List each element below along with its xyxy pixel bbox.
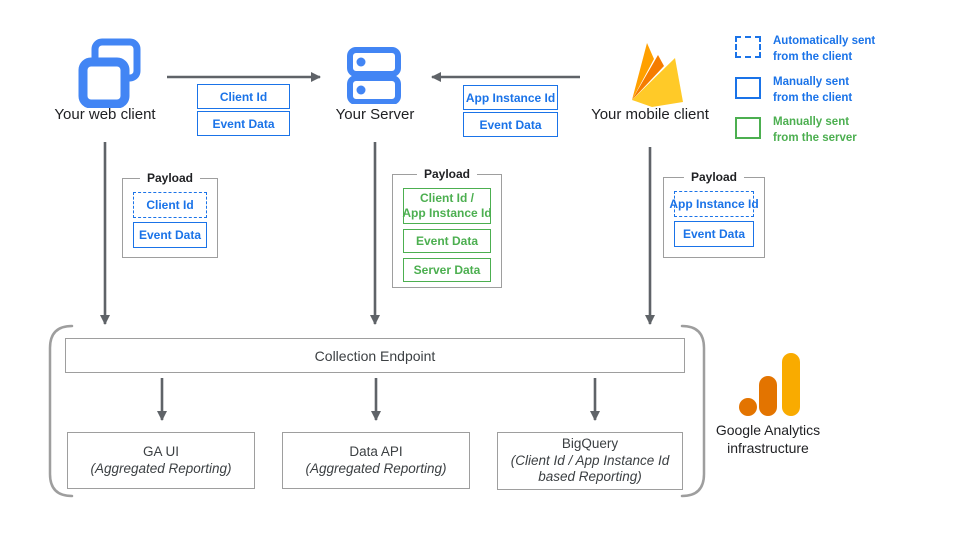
legend-label-line2: from the client — [773, 91, 853, 104]
mobile-payload-group: Payload App Instance Id Event Data — [663, 170, 765, 258]
web-payload-group: Payload Client Id Event Data — [122, 171, 218, 258]
payload-item-event-data: Event Data — [674, 221, 754, 247]
collection-endpoint-label: Collection Endpoint — [314, 347, 436, 364]
legend-label-line1: Manually sent — [773, 116, 850, 129]
ga-infrastructure-line1: Google Analytics — [715, 422, 821, 438]
output-title: BigQuery — [561, 435, 619, 451]
web-flow-labels: Client Id Event Data — [197, 84, 290, 136]
legend-label-line1: Manually sent — [773, 75, 850, 88]
flow-label-event-data: Event Data — [463, 112, 558, 137]
payload-items: App Instance Id Event Data — [669, 191, 759, 247]
legend-item-manual-server: Manually sent from the server — [735, 115, 875, 147]
legend-swatch-dashed-blue — [735, 36, 761, 58]
output-subtitle: (Aggregated Reporting) — [90, 460, 232, 476]
flow-label-client-id: Client Id — [197, 84, 290, 109]
payload-item-app-instance-id: App Instance Id — [669, 191, 759, 217]
payload-item-client-or-app-instance-id: Client Id / App Instance Id — [402, 188, 492, 224]
payload-item-server-data: Server Data — [403, 258, 491, 282]
output-subtitle: (Aggregated Reporting) — [305, 460, 447, 476]
legend-label: Automatically sent from the client — [773, 34, 875, 66]
output-title: GA UI — [142, 443, 179, 459]
firebase-icon — [632, 43, 683, 107]
legend-label: Manually sent from the client — [773, 75, 852, 107]
legend-swatch-solid-blue — [735, 76, 761, 99]
ga-infrastructure-label: Google Analytics infrastructure — [685, 421, 851, 458]
payload-item-line1: Client Id / — [420, 191, 474, 205]
server-payload-group: Payload Client Id / App Instance Id Even… — [392, 167, 502, 288]
data-api-box: Data API (Aggregated Reporting) — [282, 432, 470, 489]
payload-item-client-id: Client Id — [133, 192, 207, 218]
google-analytics-icon — [739, 353, 800, 416]
legend-label: Manually sent from the server — [773, 115, 857, 147]
legend-item-auto-client: Automatically sent from the client — [735, 34, 875, 66]
mobile-flow-labels: App Instance Id Event Data — [463, 85, 558, 137]
bigquery-box: BigQuery (Client Id / App Instance Id ba… — [497, 432, 683, 490]
payload-item-event-data: Event Data — [133, 222, 207, 248]
collection-endpoint-box: Collection Endpoint — [65, 338, 685, 373]
web-client-label: Your web client — [54, 106, 156, 123]
payload-group-title: Payload — [416, 167, 478, 181]
infrastructure-bracket-left — [48, 324, 74, 498]
mobile-client-label: Your mobile client — [591, 106, 709, 123]
payload-items: Client Id Event Data — [133, 192, 207, 248]
legend-label-line1: Automatically sent — [773, 35, 876, 47]
payload-items: Client Id / App Instance Id Event Data S… — [402, 188, 492, 282]
payload-group-title: Payload — [683, 170, 745, 184]
ga-ui-box: GA UI (Aggregated Reporting) — [67, 432, 255, 489]
legend-label-line2: from the server — [773, 132, 857, 145]
ga-infrastructure-line2: infrastructure — [727, 440, 809, 457]
payload-item-event-data: Event Data — [403, 229, 491, 253]
legend-swatch-solid-green — [735, 117, 761, 140]
server-label: Your Server — [335, 106, 415, 123]
legend: Automatically sent from the client Manua… — [735, 34, 875, 147]
legend-label-line2: from the client — [773, 50, 853, 63]
flow-label-event-data: Event Data — [197, 111, 290, 136]
flow-label-app-instance-id: App Instance Id — [463, 85, 558, 110]
payload-item-line2: App Instance Id — [402, 206, 492, 220]
infrastructure-bracket-right — [680, 324, 706, 498]
server-stack-icon — [347, 47, 401, 104]
web-client-windows-icon — [78, 38, 141, 108]
output-subtitle: (Client Id / App Instance Id based Repor… — [510, 452, 670, 485]
legend-item-manual-client: Manually sent from the client — [735, 75, 875, 107]
payload-group-title: Payload — [139, 171, 201, 185]
output-title: Data API — [349, 443, 403, 459]
